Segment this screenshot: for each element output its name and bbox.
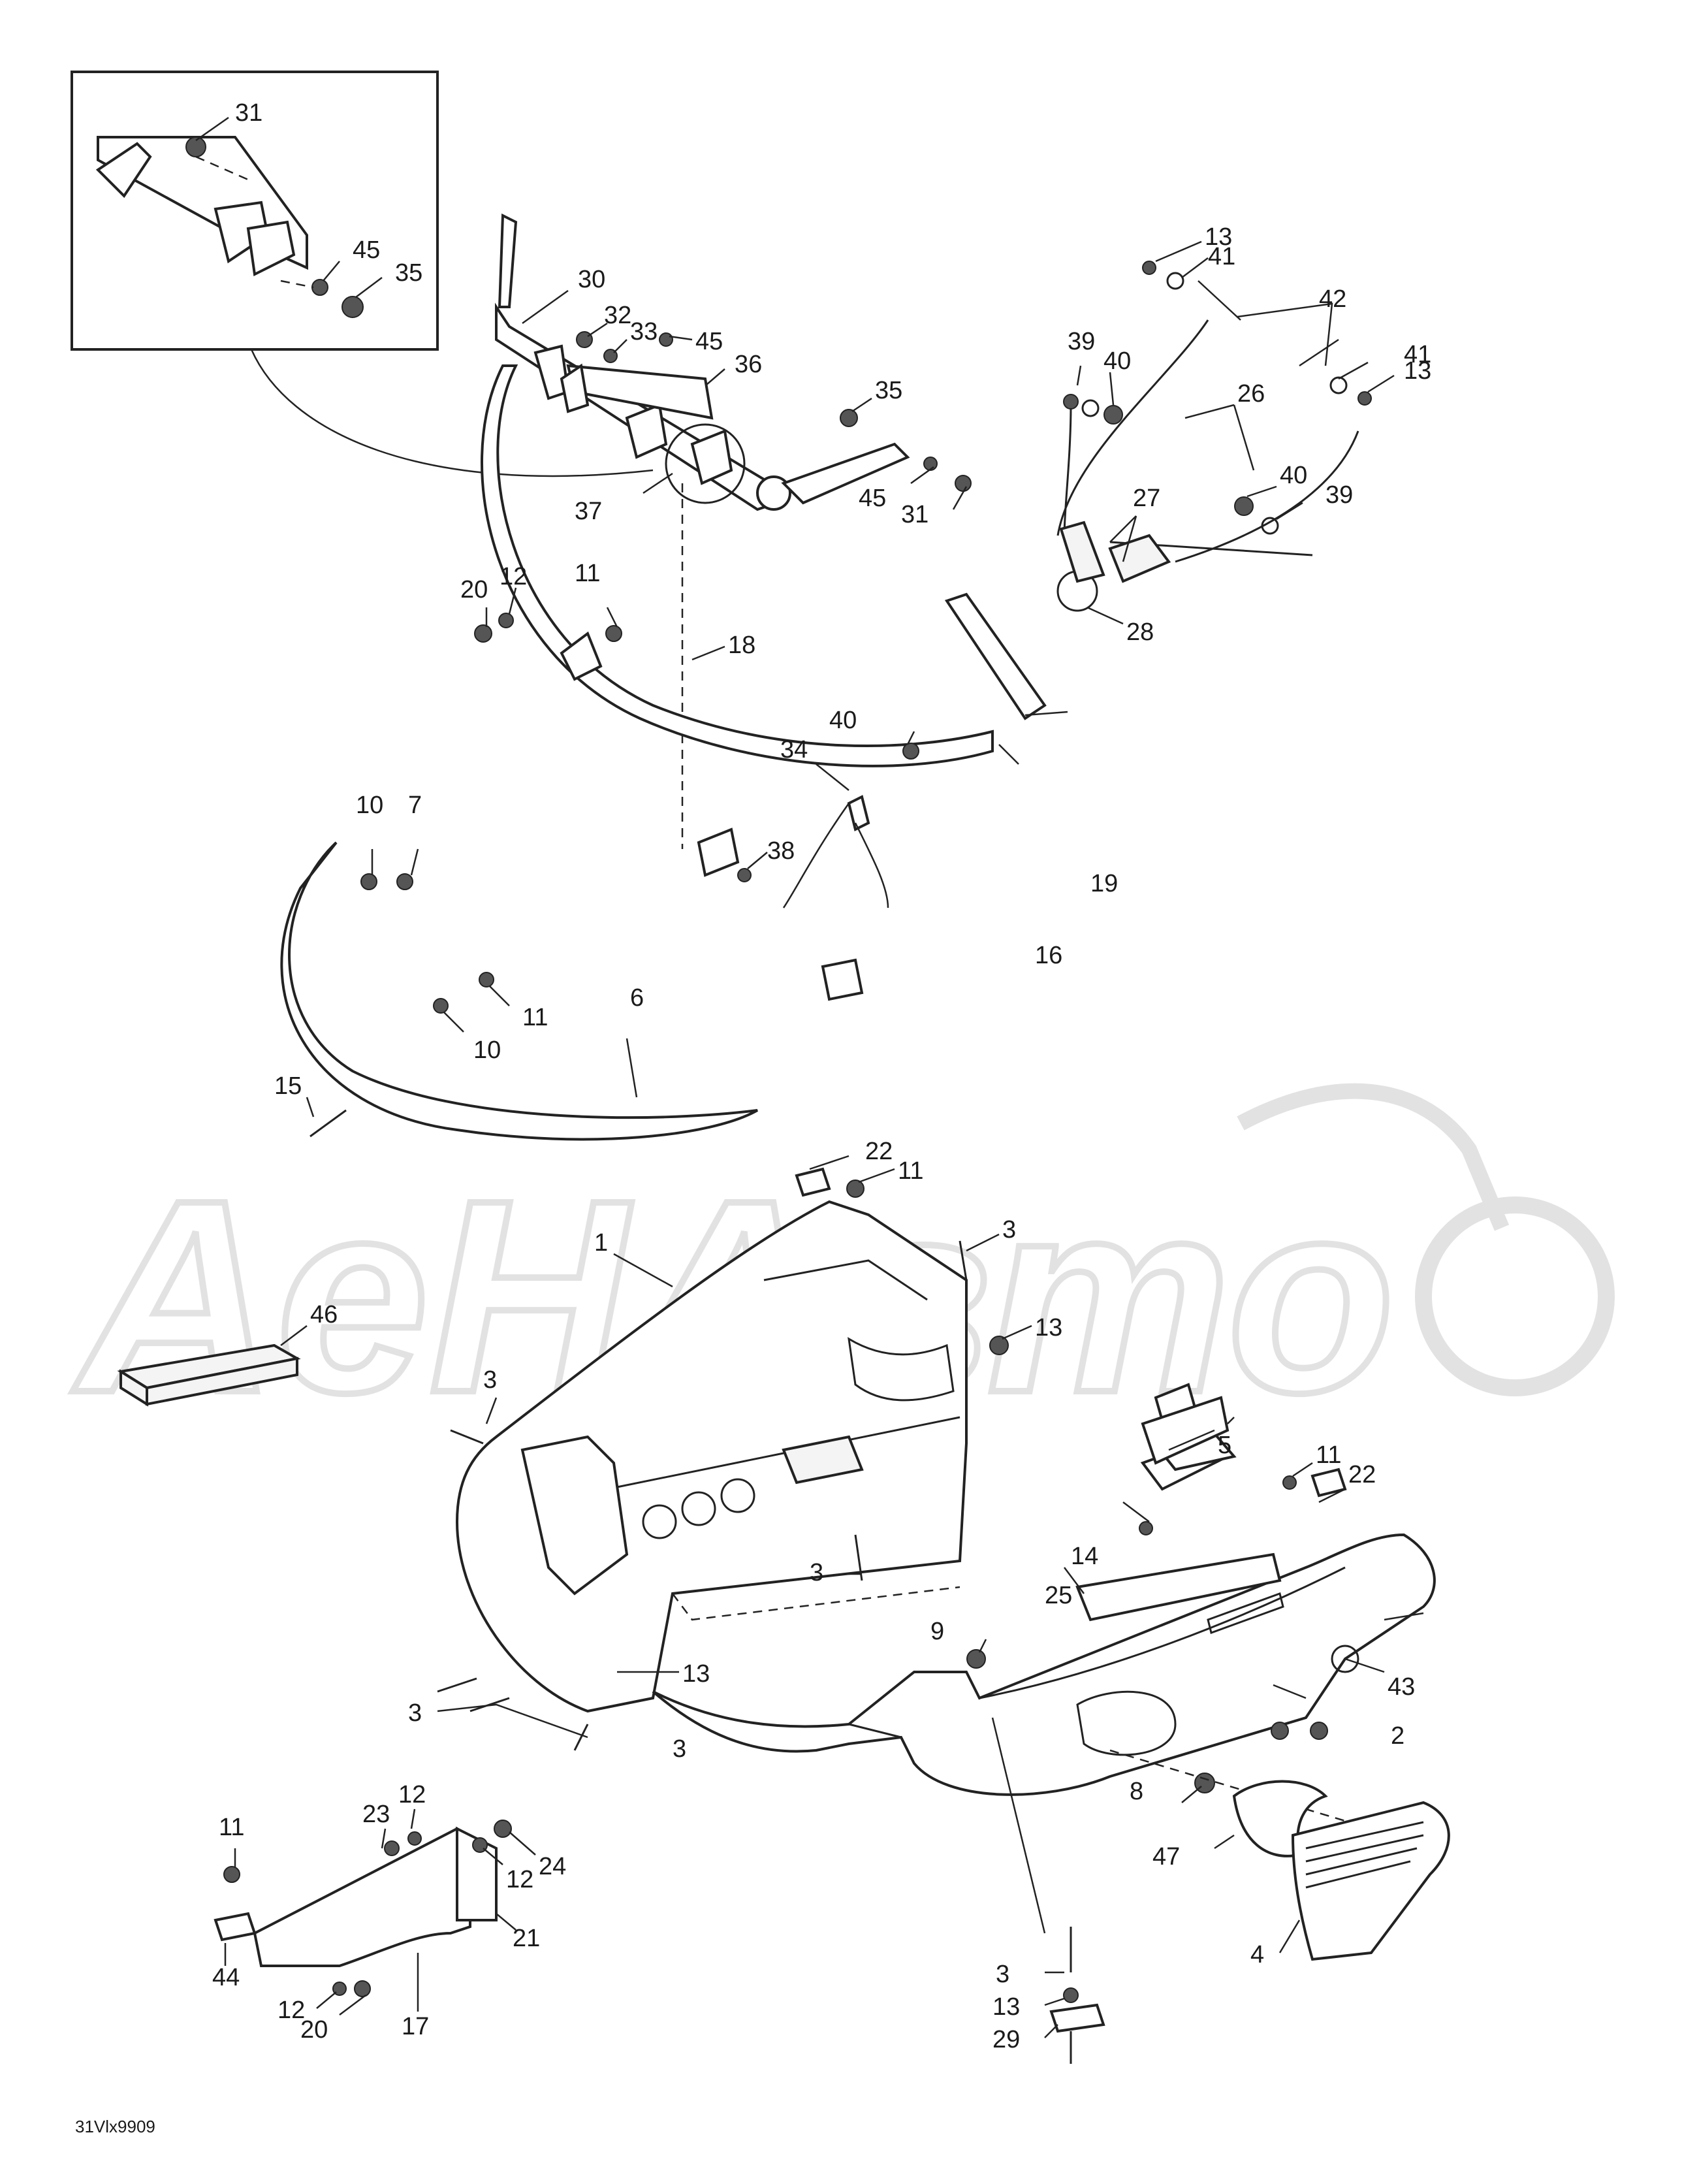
label-3: 3 (1002, 1216, 1016, 1244)
label-12: 12 (278, 1997, 305, 2024)
label-10: 10 (356, 792, 383, 819)
label-11: 11 (575, 560, 600, 587)
label-16: 16 (1035, 942, 1062, 969)
front-bumper (280, 841, 758, 1141)
label-20: 20 (300, 2016, 328, 2044)
label-21: 21 (513, 1925, 540, 1952)
label-9: 9 (930, 1618, 944, 1645)
label-19: 19 (1090, 870, 1118, 897)
label-27: 27 (1133, 485, 1160, 512)
label-17: 17 (402, 2013, 429, 2040)
label-45: 45 (695, 328, 723, 355)
label-26: 26 (1237, 380, 1265, 408)
cable-assembly (1056, 240, 1395, 625)
label-47: 47 (1152, 1843, 1180, 1871)
label-24: 24 (539, 1853, 566, 1880)
label-14: 14 (1071, 1543, 1098, 1570)
label-11: 11 (898, 1157, 923, 1185)
label-40: 40 (829, 707, 857, 734)
inset-connector-curve (250, 349, 654, 477)
belly-pan (652, 1383, 1436, 1934)
label-25: 25 (1045, 1582, 1072, 1609)
label-5: 5 (1218, 1432, 1231, 1459)
label-12: 12 (500, 563, 527, 590)
label-13: 13 (1404, 357, 1431, 385)
bumper-frame (474, 363, 1068, 908)
label-36: 36 (735, 351, 762, 378)
label-35: 35 (875, 377, 902, 404)
steering-shaft-assembly (495, 213, 972, 849)
label-23: 23 (362, 1801, 390, 1828)
label-29: 29 (992, 2026, 1020, 2053)
label-12: 12 (398, 1781, 426, 1808)
label-34: 34 (780, 736, 808, 763)
label-35: 35 (395, 259, 422, 287)
label-15: 15 (274, 1072, 302, 1100)
label-43: 43 (1388, 1673, 1415, 1701)
label-10: 10 (473, 1036, 501, 1064)
nosepan (437, 958, 1032, 1751)
inset-detail-box (71, 71, 439, 351)
label-13: 13 (682, 1660, 710, 1688)
label-4: 4 (1250, 1941, 1264, 1968)
label-33: 33 (630, 318, 658, 345)
label-3: 3 (996, 1961, 1009, 1988)
label-11: 11 (522, 1004, 548, 1031)
label-8: 8 (1130, 1778, 1143, 1805)
label-22: 22 (1348, 1461, 1376, 1488)
label-41: 41 (1208, 243, 1235, 270)
label-13: 13 (1035, 1314, 1062, 1341)
label-2: 2 (1391, 1722, 1404, 1750)
label-11: 11 (1316, 1441, 1341, 1469)
label-44: 44 (212, 1964, 240, 1991)
label-18: 18 (728, 632, 755, 659)
label-12: 12 (506, 1866, 533, 1893)
label-32: 32 (604, 302, 631, 329)
insulation-pad (117, 1325, 308, 1407)
label-3: 3 (810, 1559, 823, 1586)
label-37: 37 (575, 498, 602, 525)
drawing-code: 31Vlx9909 (75, 2117, 155, 2136)
label-3: 3 (673, 1735, 686, 1763)
label-13: 13 (992, 1993, 1020, 2021)
label-41: 41 (1404, 341, 1431, 368)
label-30: 30 (578, 266, 605, 293)
label-31: 31 (901, 501, 928, 528)
label-39: 39 (1068, 328, 1095, 355)
label-3: 3 (408, 1699, 422, 1727)
label-46: 46 (310, 1301, 338, 1328)
label-31: 31 (235, 99, 262, 127)
fastener-group (1044, 1927, 1105, 2064)
label-22: 22 (865, 1138, 893, 1165)
label-45: 45 (353, 236, 380, 264)
label-6: 6 (630, 984, 644, 1012)
label-11: 11 (219, 1814, 244, 1841)
label-20: 20 (460, 576, 488, 603)
label-39: 39 (1325, 481, 1353, 509)
label-40: 40 (1103, 347, 1131, 375)
label-42: 42 (1319, 285, 1346, 313)
label-1: 1 (594, 1229, 608, 1257)
lower-bracket (214, 1808, 536, 2015)
label-45: 45 (859, 485, 886, 512)
label-38: 38 (767, 837, 795, 865)
label-13: 13 (1205, 223, 1232, 251)
label-3: 3 (483, 1366, 497, 1394)
label-7: 7 (408, 792, 422, 819)
side-vent-panel (1214, 1780, 1450, 1961)
label-28: 28 (1126, 618, 1154, 646)
label-40: 40 (1280, 462, 1307, 489)
callout-labels: 31 45 35 30 32 33 45 36 35 45 31 37 13 4… (212, 99, 1431, 2053)
